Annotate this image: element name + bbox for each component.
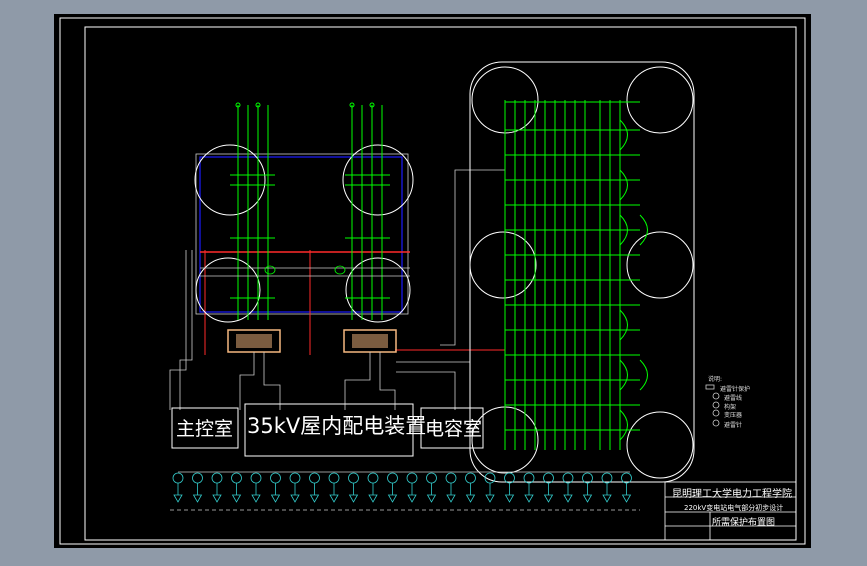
drawing-sheet bbox=[54, 14, 811, 548]
protection-circle bbox=[626, 66, 694, 134]
right-yard-fence bbox=[469, 61, 695, 483]
arrester-symbol bbox=[504, 472, 515, 503]
protection-circle bbox=[626, 231, 694, 299]
arrester-group bbox=[172, 472, 632, 503]
arrester-symbol bbox=[367, 472, 379, 503]
bay-2-equipment bbox=[345, 102, 390, 320]
inner-frame bbox=[84, 26, 797, 541]
arrester-symbol bbox=[445, 472, 457, 503]
arrester-symbol bbox=[192, 472, 203, 503]
protection-circle bbox=[342, 144, 414, 216]
title-block-school: 昆明理工大学电力工程学院 bbox=[672, 489, 792, 500]
capacitor-room-label: 电容室 bbox=[425, 418, 483, 440]
arrester-symbol bbox=[270, 472, 281, 503]
arrester-symbol bbox=[562, 472, 574, 503]
legend-item: 构架 bbox=[724, 404, 737, 411]
arrester-symbol bbox=[582, 472, 593, 503]
indoor-distribution-building bbox=[244, 403, 414, 457]
arrester-symbol bbox=[621, 472, 632, 503]
title-block-drawing-title: 所需保护布置图 bbox=[712, 518, 776, 528]
legend-item: 避雷针保护 bbox=[720, 386, 751, 393]
arrester-symbol bbox=[484, 472, 496, 503]
arrester-symbol bbox=[211, 472, 223, 503]
bottom-arrester-row bbox=[170, 471, 640, 511]
blue-boundary bbox=[199, 156, 403, 313]
white-fence bbox=[195, 153, 409, 315]
arrester-symbol bbox=[289, 472, 301, 503]
indoor-distribution-label: 35kV屋内配电装置 bbox=[247, 414, 427, 438]
protection-circle bbox=[626, 411, 694, 479]
arrester-symbol bbox=[426, 472, 437, 503]
protection-circle bbox=[195, 257, 261, 323]
bay-1-equipment bbox=[230, 102, 275, 320]
legend-title: 说明: bbox=[708, 376, 723, 383]
capacitor-room-building bbox=[420, 407, 484, 449]
main-control-room-label: 主控室 bbox=[176, 418, 234, 440]
protection-circle bbox=[345, 257, 411, 323]
cable-routes bbox=[169, 169, 505, 410]
title-block-project: 220kV变电站电气部分初步设计 bbox=[684, 504, 784, 512]
arrester-symbol bbox=[309, 472, 320, 503]
legend-item: 避雷针 bbox=[724, 422, 743, 429]
arrester-symbol bbox=[523, 472, 535, 503]
bus-connections bbox=[200, 265, 410, 277]
arrester-symbol bbox=[328, 472, 340, 503]
title-block bbox=[664, 481, 797, 541]
legend-item: 变压器 bbox=[724, 412, 743, 419]
protection-circle bbox=[469, 231, 537, 299]
main-transformer-2-core bbox=[352, 334, 388, 348]
arrester-symbol bbox=[387, 472, 398, 503]
main-control-room-building bbox=[171, 407, 239, 449]
arrester-symbol bbox=[250, 472, 262, 503]
protection-circle bbox=[194, 144, 266, 216]
arrester-symbol bbox=[543, 472, 554, 503]
arrester-symbol bbox=[601, 472, 613, 503]
legend-item: 避雷线 bbox=[724, 395, 743, 402]
arrester-symbol bbox=[172, 472, 184, 503]
main-transformer-1-core bbox=[236, 334, 272, 348]
arrester-symbol bbox=[406, 472, 418, 503]
outer-frame bbox=[59, 17, 806, 545]
arrester-symbol bbox=[465, 472, 476, 503]
arrester-symbol bbox=[348, 472, 359, 503]
arrester-symbol bbox=[231, 472, 242, 503]
legend-symbols bbox=[705, 384, 720, 427]
220kv-bus-structure bbox=[504, 100, 648, 450]
